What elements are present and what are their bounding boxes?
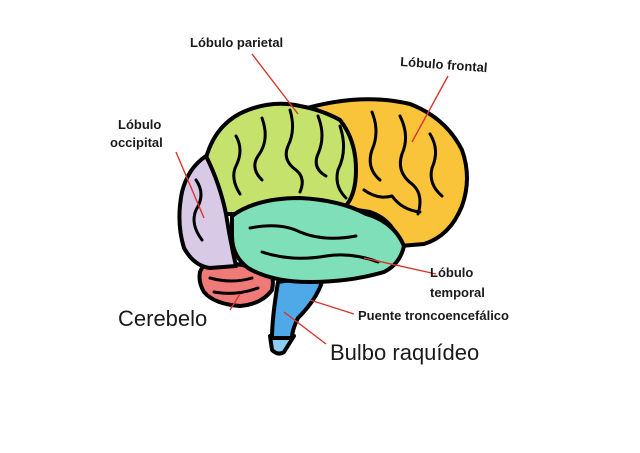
brain-folds: [192, 108, 444, 295]
leader-frontal: [411, 75, 449, 143]
leader-occipital: [175, 151, 205, 219]
label-medulla: Bulbo raquídeo: [330, 340, 479, 365]
occipital-lobe: [177, 154, 238, 270]
label-occipital-line1: Lóbulo: [118, 117, 161, 132]
label-pons: Puente troncoencefálico: [358, 308, 509, 323]
label-occipital-line2: occipital: [110, 135, 163, 150]
leader-pons: [309, 299, 355, 315]
label-frontal: Lóbulo frontal: [400, 54, 488, 75]
leader-cerebellum: [229, 293, 241, 311]
temporal-lobe: [230, 196, 406, 284]
label-temporal-line1: Lóbulo: [430, 265, 473, 280]
leader-lines: [175, 53, 449, 345]
label-cerebellum: Cerebelo: [118, 306, 207, 331]
label-parietal: Lóbulo parietal: [190, 35, 283, 50]
pons: [270, 278, 324, 340]
leader-parietal: [251, 53, 299, 115]
leader-medulla: [283, 311, 327, 345]
label-temporal-line2: temporal: [430, 285, 485, 300]
leader-temporal: [363, 257, 437, 275]
